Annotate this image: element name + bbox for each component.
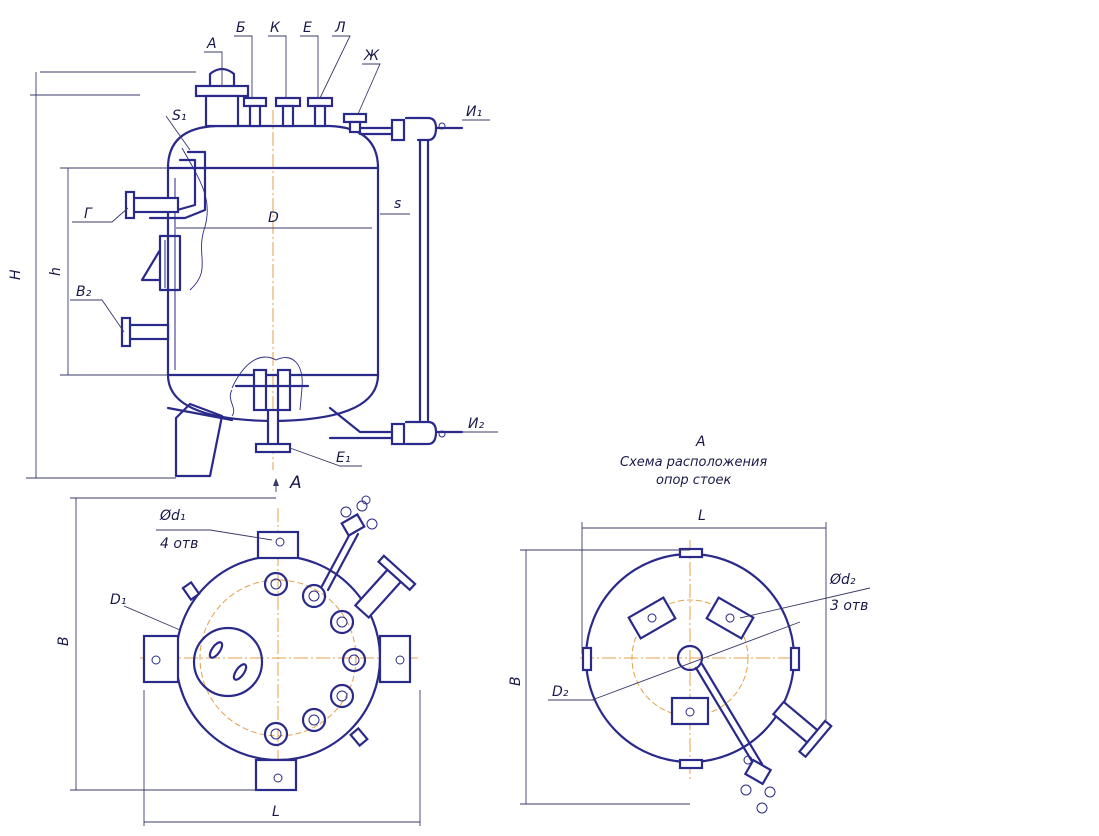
label-zh: Ж (363, 48, 380, 64)
top-nozzles (242, 96, 368, 134)
support-pads (627, 596, 755, 726)
internal-pipe (148, 150, 207, 220)
label-i1: И₁ (466, 104, 482, 120)
label-hole-count: 4 отв (160, 536, 198, 552)
label-hole-d1: Ød₁ (159, 508, 186, 524)
label-width-b: B (56, 636, 72, 646)
front-view: А Б К Е Л Ж И₁ И₂ Г В₂ Е₁ S₁ s D А H h (8, 20, 498, 493)
label-e: Е (303, 20, 312, 36)
label-l: Л (334, 20, 346, 36)
nozzle-v2 (120, 316, 170, 348)
top-nozzle-circles (263, 571, 367, 747)
label-b: Б (236, 20, 246, 36)
label-k: К (270, 20, 281, 36)
label-s: s (394, 196, 401, 212)
level-gauge (328, 116, 464, 446)
scheme-valve (694, 662, 776, 814)
scheme-label-length: L (698, 508, 706, 524)
vessel-shell (166, 124, 380, 423)
scheme-view-label: А (695, 434, 706, 450)
scheme-label-width: B (508, 676, 524, 686)
label-view-arrow: А (289, 473, 302, 493)
scheme-label-d2: D₂ (552, 684, 569, 700)
side-lug (140, 234, 182, 292)
hatch-a (194, 67, 250, 128)
label-length-l: L (272, 804, 280, 820)
label-a: А (206, 36, 217, 52)
label-v2: В₂ (76, 284, 92, 300)
inner-circle-d1 (199, 579, 357, 737)
label-height-total: H (8, 269, 24, 280)
label-d: D (268, 210, 279, 226)
nozzle-g (124, 190, 180, 220)
angled-nozzle (353, 554, 417, 620)
nozzle-e1 (254, 408, 292, 454)
valve-assembly (320, 495, 378, 592)
support-scheme: А Схема расположения опор стоек (508, 434, 871, 814)
scheme-label-hole-count: 3 отв (830, 598, 868, 614)
scheme-title-line2: опор стоек (656, 473, 731, 488)
label-d1: D₁ (110, 592, 126, 608)
top-view: Ød₁ 4 отв D₁ B L (56, 495, 421, 826)
label-i2: И₂ (468, 416, 484, 432)
label-height-shell: h (48, 267, 64, 276)
scheme-label-hole-d2: Ød₂ (829, 572, 856, 588)
support-leg (174, 402, 224, 478)
manhole (192, 626, 264, 698)
label-s1: S₁ (172, 108, 187, 124)
label-g: Г (84, 206, 93, 222)
label-e1: Е₁ (336, 450, 350, 466)
support-brackets (142, 530, 412, 792)
scheme-title-line1: Схема расположения (620, 455, 767, 470)
